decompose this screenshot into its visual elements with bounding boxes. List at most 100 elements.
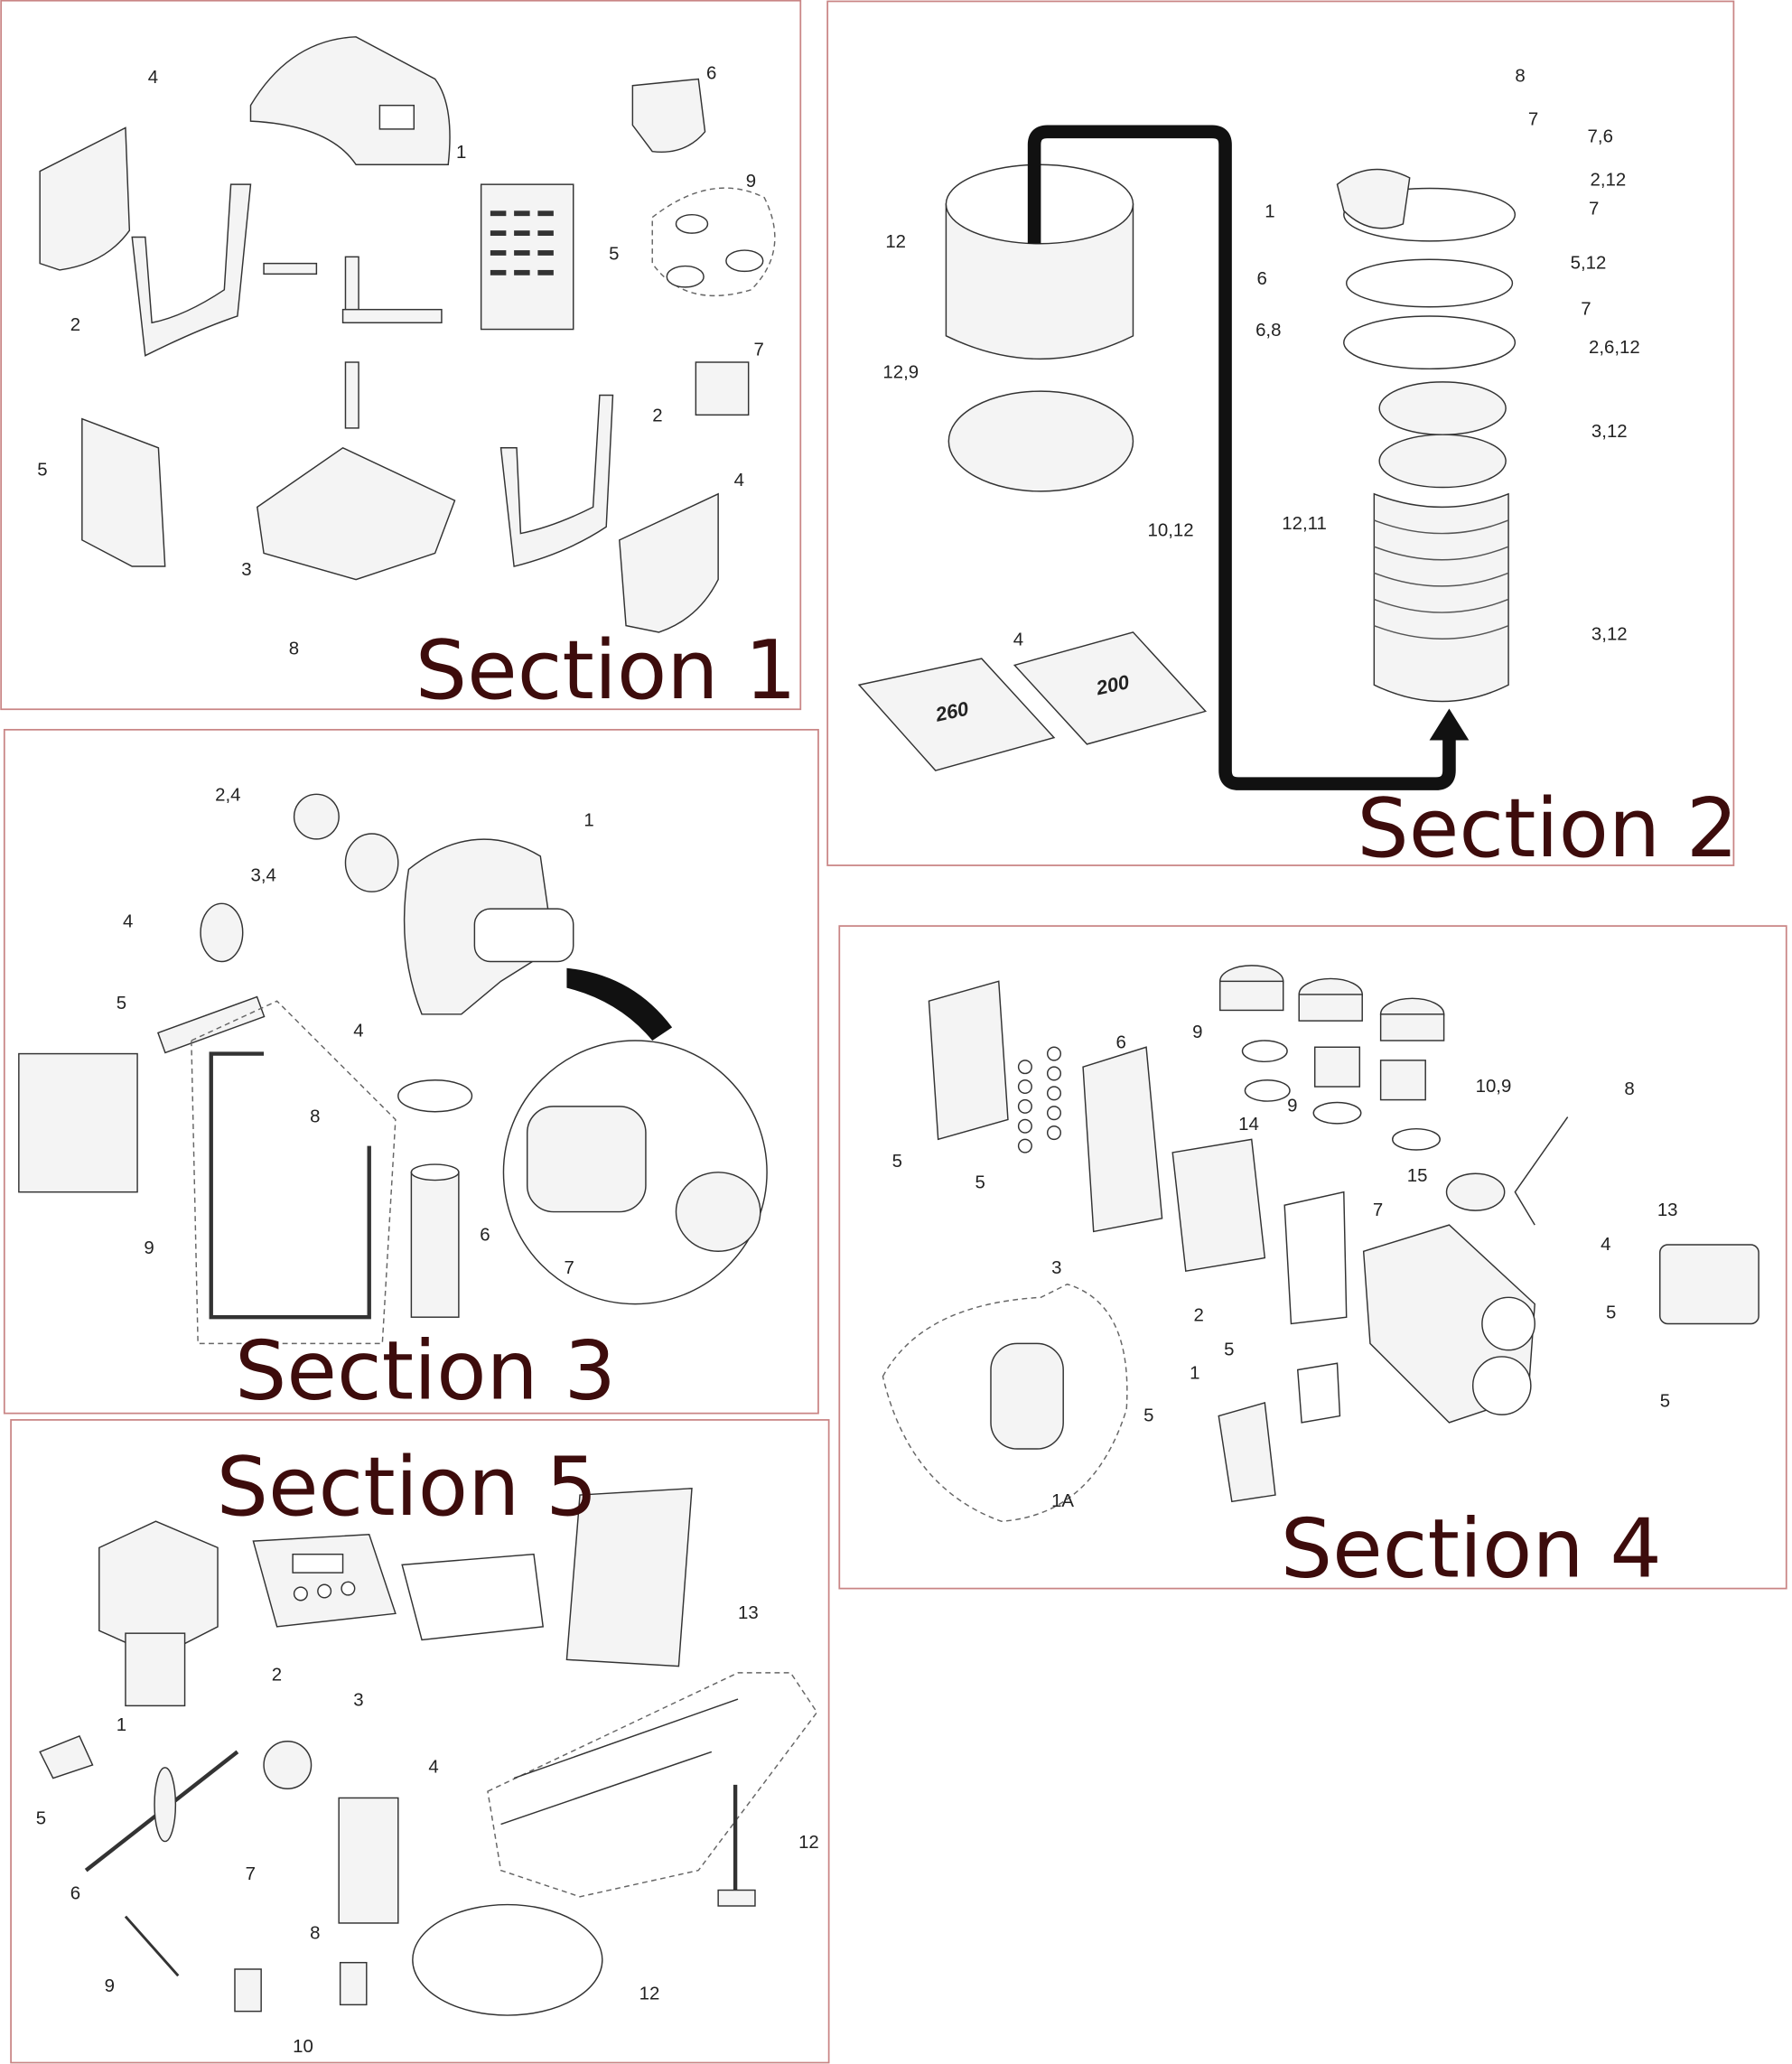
callout-label: 1A [1051, 1491, 1074, 1511]
frame-left [131, 183, 252, 357]
callout-label: 4 [1013, 630, 1023, 650]
callout-label: 5 [975, 1172, 985, 1192]
callout-label: 7 [1528, 110, 1538, 130]
callout-label: 8 [1515, 66, 1525, 86]
gasket-frame [928, 980, 1009, 1141]
gas-valve [18, 1052, 138, 1193]
callout-label: 3,12 [1591, 625, 1628, 645]
callout-label: 9 [1287, 1097, 1297, 1116]
top-cover [249, 36, 451, 166]
section-4-frame [838, 925, 1787, 1590]
callout-label: 4 [1601, 1235, 1610, 1255]
side-panel-lower-left [81, 417, 166, 567]
callout-label: 12 [885, 232, 906, 252]
callout-label: 7 [1581, 300, 1591, 320]
callout-label: 10,9 [1476, 1077, 1512, 1097]
callout-label: 13 [1657, 1200, 1678, 1220]
callout-label: 5 [892, 1152, 902, 1172]
callout-label: 8 [289, 640, 299, 659]
section-2-title: Section 2 [1357, 781, 1738, 876]
callout-label: 2 [1194, 1306, 1204, 1326]
callout-label: 3 [241, 560, 251, 580]
callout-label: 7 [1373, 1200, 1383, 1220]
callout-label: 9 [144, 1238, 154, 1258]
section-1-frame [0, 0, 802, 711]
callout-label: 6 [1257, 269, 1267, 289]
transformer-box [98, 1520, 219, 1658]
callout-label: 1 [1265, 202, 1274, 222]
front-door [565, 1487, 693, 1667]
callout-label: 2 [652, 406, 662, 426]
callout-label: 4 [123, 912, 133, 932]
callout-label: 3,4 [250, 866, 275, 886]
callout-label: 7 [246, 1864, 256, 1884]
callout-label: 2,12 [1590, 171, 1626, 191]
callout-label: 1 [456, 143, 466, 163]
callout-label: 6 [70, 1884, 80, 1904]
section-2-parts [857, 125, 1517, 790]
section-5-title: Section 5 [217, 1440, 598, 1535]
callout-label: 14 [1238, 1115, 1259, 1135]
side-panel-left [39, 126, 131, 271]
callout-label: 2 [70, 315, 80, 335]
callout-label: 6,8 [1255, 321, 1281, 341]
callout-label: 1 [117, 1715, 126, 1735]
callout-label: 15 [1407, 1166, 1428, 1186]
callout-label: 6 [1116, 1033, 1126, 1053]
callout-label: 6 [706, 63, 716, 83]
section-3-title: Section 3 [235, 1324, 616, 1419]
callout-label: 7 [1589, 200, 1599, 219]
callout-label: 8 [310, 1107, 320, 1126]
callout-label: 5 [1224, 1340, 1234, 1359]
callout-label: 5 [36, 1809, 46, 1829]
section-5-parts [39, 1487, 818, 2016]
callout-label: 4 [353, 1022, 363, 1041]
callout-label: 10,12 [1148, 520, 1194, 540]
side-panel-right [619, 492, 719, 633]
callout-label: 5 [117, 994, 126, 1013]
callout-label: 6 [480, 1226, 490, 1246]
callout-label: 3,12 [1591, 422, 1628, 442]
callout-label: 4 [734, 471, 744, 490]
callout-label: 5,12 [1571, 253, 1607, 273]
callout-label: 1 [583, 810, 593, 830]
section-4-parts [882, 965, 1759, 1522]
section-2-frame [826, 0, 1735, 866]
callout-label: 7 [754, 341, 764, 360]
base-pan [256, 446, 456, 581]
section-3-parts [18, 793, 768, 1345]
bypass-plate-200 [1013, 631, 1208, 745]
back-panel [480, 183, 574, 331]
callout-label: 3 [353, 1690, 363, 1710]
callout-label: 10 [293, 2037, 313, 2057]
bypass-plate-260 [857, 658, 1056, 771]
callout-label: 2,6,12 [1589, 338, 1640, 358]
callout-label: 2,4 [215, 786, 240, 806]
callout-label: 2 [272, 1666, 282, 1686]
callout-label: 3 [1051, 1258, 1061, 1278]
callout-label: 4 [428, 1758, 438, 1778]
callout-label: 12 [639, 1985, 660, 2004]
section-3-frame [3, 728, 819, 1415]
section-1-title: Section 1 [415, 623, 797, 718]
callout-label: 12,11 [1282, 514, 1327, 534]
callout-label: 9 [105, 1976, 115, 1996]
callout-label: 12 [798, 1833, 819, 1853]
flow-arrow [1027, 125, 1456, 790]
vent-hood [631, 78, 706, 154]
callout-label: 8 [310, 1923, 320, 1943]
section-4-title: Section 4 [1281, 1501, 1662, 1596]
callout-label: 1 [1190, 1364, 1199, 1384]
section-1-parts [39, 36, 776, 633]
combustion-chamber-can [945, 203, 1134, 360]
callout-label: 5 [1606, 1303, 1616, 1323]
callout-label: 5 [37, 460, 47, 480]
callout-label: 9 [1192, 1023, 1202, 1042]
callout-label: 7 [565, 1258, 574, 1278]
callout-label: 5 [1143, 1406, 1153, 1425]
frame-right [499, 394, 614, 567]
heat-exchanger-coil [1373, 492, 1509, 703]
chamber-base-plate [947, 390, 1134, 492]
callout-label: 5 [1660, 1391, 1670, 1411]
